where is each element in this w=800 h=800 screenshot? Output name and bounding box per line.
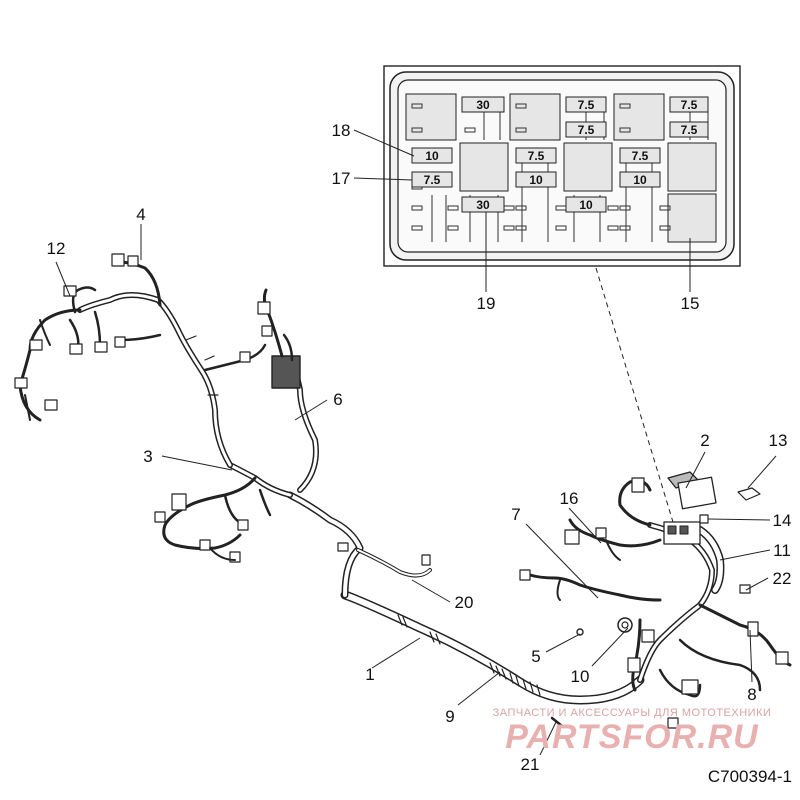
callout-8: 8 bbox=[747, 685, 756, 704]
callout-numbers: 1 2 3 4 5 6 7 8 9 10 11 12 13 14 15 16 1… bbox=[47, 121, 792, 774]
fuse: 30 bbox=[461, 196, 505, 213]
fuse-rating: 30 bbox=[476, 98, 490, 112]
relay-slot bbox=[563, 142, 613, 192]
fuse-rating: 7.5 bbox=[578, 98, 595, 112]
part-5 bbox=[576, 628, 584, 636]
watermark-tagline: ЗАПЧАСТИ И АКСЕССУАРЫ ДЛЯ МОТОТЕХНИКИ bbox=[493, 707, 772, 719]
fuse: 10 bbox=[619, 171, 661, 188]
fuse: 10 bbox=[411, 147, 453, 164]
callout-19: 19 bbox=[477, 294, 496, 313]
fuse: 7.5 bbox=[669, 121, 709, 138]
fuse: 7.5 bbox=[565, 121, 607, 138]
projection-line bbox=[595, 267, 677, 533]
callout-12: 12 bbox=[47, 239, 66, 258]
callout-20: 20 bbox=[455, 593, 474, 612]
fuse: 30 bbox=[461, 96, 505, 113]
part-13 bbox=[737, 487, 761, 501]
fuse: 7.5 bbox=[619, 147, 661, 164]
callout-22: 22 bbox=[773, 569, 792, 588]
callout-6: 6 bbox=[333, 390, 342, 409]
callout-15: 15 bbox=[681, 294, 700, 313]
callout-16: 16 bbox=[560, 489, 579, 508]
fuse-box-inset: 30 7.5 7.5 7.5 7.5 10 7.5 7.5 7.5 10 10 … bbox=[383, 65, 741, 267]
callout-14: 14 bbox=[773, 511, 792, 530]
fuse-rating: 7.5 bbox=[632, 149, 649, 163]
fuse: 7.5 bbox=[515, 147, 557, 164]
callout-3: 3 bbox=[143, 447, 152, 466]
callout-4: 4 bbox=[136, 205, 145, 224]
fuse: 7.5 bbox=[669, 96, 709, 113]
callout-11: 11 bbox=[773, 541, 791, 560]
callout-2: 2 bbox=[700, 431, 709, 450]
callout-13: 13 bbox=[769, 431, 788, 450]
fuse-box-frame bbox=[383, 65, 741, 267]
fuse: 7.5 bbox=[411, 171, 453, 188]
part-22 bbox=[739, 584, 751, 594]
fuse: 10 bbox=[515, 171, 557, 188]
diagram-id-code: C700394-1 bbox=[708, 767, 792, 786]
fuse: 10 bbox=[565, 196, 607, 213]
callout-21: 21 bbox=[521, 755, 540, 774]
callout-17: 17 bbox=[332, 169, 351, 188]
part-14 bbox=[699, 514, 709, 524]
callout-7: 7 bbox=[511, 505, 520, 524]
callout-18: 18 bbox=[332, 121, 351, 140]
fuse-rating: 7.5 bbox=[578, 123, 595, 137]
fuse-rating: 10 bbox=[425, 149, 439, 163]
callout-9: 9 bbox=[445, 707, 454, 726]
watermark: ЗАПЧАСТИ И АКСЕССУАРЫ ДЛЯ МОТОТЕХНИКИ PA… bbox=[493, 707, 772, 756]
leader-lines bbox=[55, 129, 777, 756]
fuse-rating: 7.5 bbox=[528, 149, 545, 163]
relay-slot bbox=[509, 93, 561, 141]
callout-10: 10 bbox=[571, 667, 590, 686]
callout-1: 1 bbox=[365, 665, 374, 684]
relay-slot bbox=[459, 142, 509, 192]
fuse-rating: 10 bbox=[633, 173, 647, 187]
watermark-brand: PARTSFOR.RU bbox=[505, 718, 759, 756]
relay-slot bbox=[667, 193, 717, 243]
fuse-rating: 10 bbox=[579, 198, 593, 212]
fuse-rating: 7.5 bbox=[681, 98, 698, 112]
fuse-rating: 7.5 bbox=[424, 173, 441, 187]
terminal-pins bbox=[411, 103, 671, 231]
part-21 bbox=[550, 716, 564, 728]
relay-slot bbox=[613, 93, 665, 141]
relay-slot bbox=[405, 93, 457, 141]
fuse-rating: 30 bbox=[476, 198, 490, 212]
wiring-harness bbox=[14, 253, 792, 729]
relay-slot bbox=[667, 142, 717, 192]
fuse-rating: 7.5 bbox=[681, 123, 698, 137]
callout-5: 5 bbox=[531, 647, 540, 666]
fuse: 7.5 bbox=[565, 96, 607, 113]
fuse-rating: 10 bbox=[529, 173, 543, 187]
